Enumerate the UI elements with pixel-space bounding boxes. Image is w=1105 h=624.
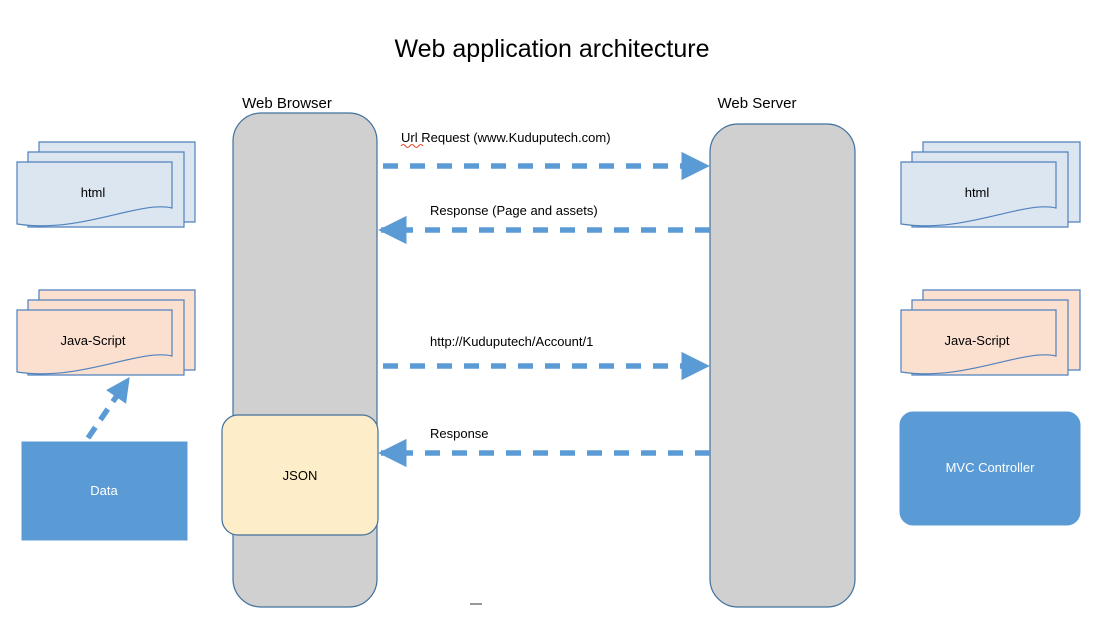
connector-response-json-label: Response	[430, 426, 489, 441]
html-right-document-stack[interactable]: html	[900, 141, 1081, 228]
data-box-label: Data	[90, 483, 118, 498]
javascript-right-label: Java-Script	[944, 333, 1009, 348]
mvc-controller-label: MVC Controller	[946, 460, 1036, 475]
json-box-body	[221, 414, 379, 536]
connector-account-request: http://Kuduputech/Account/1	[383, 334, 710, 381]
html-left-label: html	[81, 185, 106, 200]
spellcheck-squiggle-icon	[400, 143, 424, 149]
connector-response-assets-label: Response (Page and assets)	[430, 203, 598, 218]
web-server-container[interactable]	[709, 123, 856, 608]
javascript-left-label: Java-Script	[60, 333, 125, 348]
connector-response-json: Response	[378, 426, 710, 468]
html-left-sheet-front	[16, 161, 173, 227]
page-title: Web application architecture	[395, 35, 710, 63]
json-box[interactable]: JSON	[221, 414, 379, 536]
mvc-controller-box[interactable]: MVC Controller	[899, 411, 1081, 526]
data-to-javascript-arrow	[85, 377, 130, 440]
html-right-label: html	[965, 185, 990, 200]
javascript-right-sheet-front	[900, 309, 1057, 375]
web-server-body	[709, 123, 856, 608]
mvc-controller-body	[899, 411, 1081, 526]
web-server-label: Web Server	[718, 95, 797, 112]
html-left-document-stack[interactable]: html	[16, 141, 196, 228]
connector-url-request-label: Url Request (www.Kuduputech.com)	[401, 130, 611, 145]
connector-account-request-label: http://Kuduputech/Account/1	[430, 334, 593, 349]
html-right-sheet-front	[900, 161, 1057, 227]
web-browser-label: Web Browser	[242, 95, 332, 112]
javascript-right-document-stack[interactable]: Java-Script	[900, 289, 1081, 376]
connector-response-assets: Response (Page and assets)	[378, 203, 710, 245]
javascript-left-document-stack[interactable]: Java-Script	[16, 289, 196, 376]
data-box-body	[21, 441, 188, 541]
json-box-label: JSON	[283, 468, 318, 483]
connector-url-request: Url Request (www.Kuduputech.com)	[383, 130, 710, 181]
data-box[interactable]: Data	[21, 441, 188, 541]
javascript-left-sheet-front	[16, 309, 173, 375]
